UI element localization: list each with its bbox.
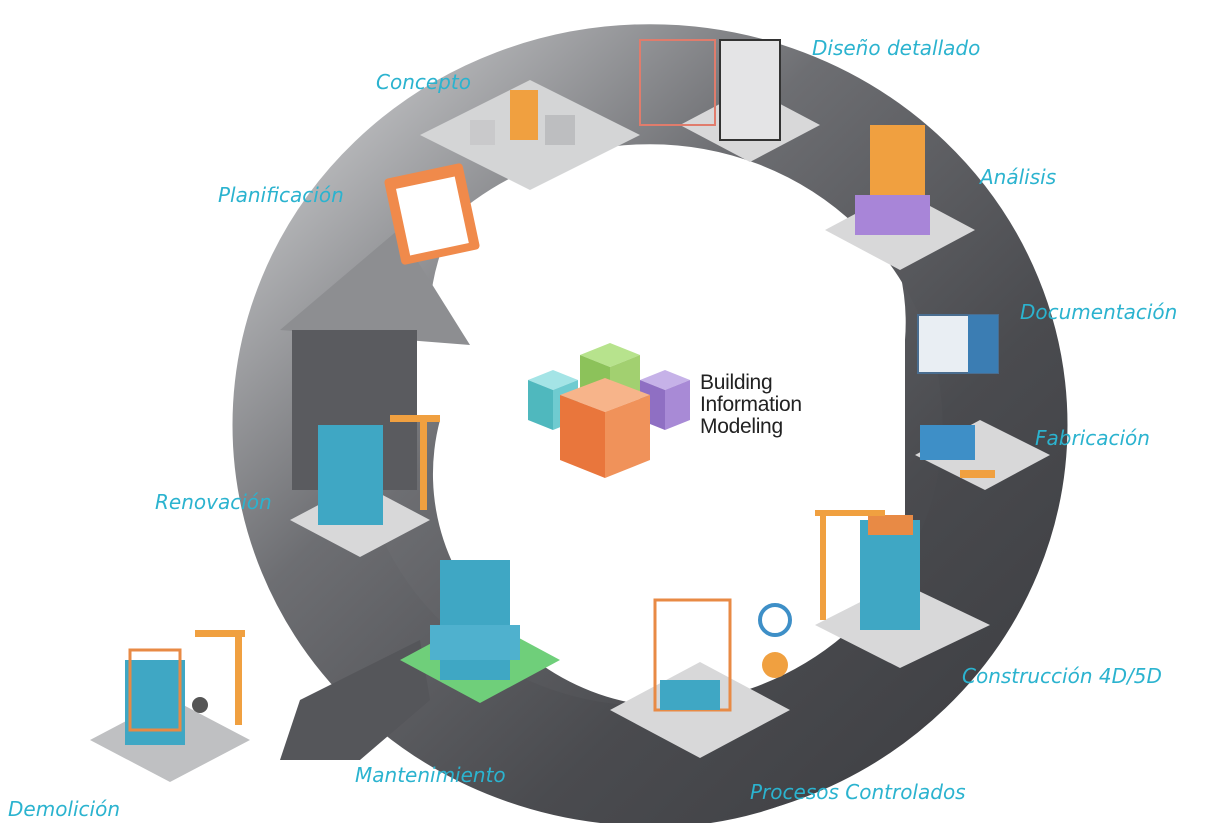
- planning-clipboard: [384, 163, 480, 265]
- logo-line-1: Building: [700, 371, 773, 394]
- demolition-arrow: [280, 640, 430, 760]
- label-fabricacion: Fabricación: [1035, 426, 1150, 450]
- label-renovacion: Renovación: [155, 490, 272, 514]
- logo-line-2: Information: [700, 393, 802, 416]
- renovation-model: [290, 415, 440, 557]
- label-concepto: Concepto: [376, 70, 471, 94]
- label-construccion: Construcción 4D/5D: [962, 664, 1162, 688]
- fabrication-model: [915, 420, 1050, 490]
- maintenance-model: [400, 560, 560, 703]
- label-planificacion: Planificación: [218, 183, 344, 207]
- documentation-sheets: [917, 314, 999, 374]
- label-demolicion: Demolición: [8, 797, 121, 821]
- label-mantenimiento: Mantenimiento: [355, 763, 506, 787]
- bim-logo-cubes: [528, 343, 690, 478]
- detailed-design-model: [639, 39, 820, 162]
- label-diseno-detallado: Diseño detallado: [812, 36, 981, 60]
- demolition-model: [90, 630, 250, 782]
- logo-line-3: Modeling: [700, 415, 783, 438]
- label-documentacion: Documentación: [1020, 300, 1178, 324]
- controlled-processes-model: [610, 598, 792, 758]
- label-analisis: Análisis: [980, 165, 1057, 189]
- concept-model: [420, 80, 640, 190]
- label-procesos-controlados: Procesos Controlados: [750, 780, 966, 804]
- upward-arrow-head: [280, 230, 470, 345]
- bim-logo-text: Building Information Modeling: [700, 372, 802, 438]
- analysis-model: [825, 125, 975, 270]
- construction-model: [815, 510, 990, 668]
